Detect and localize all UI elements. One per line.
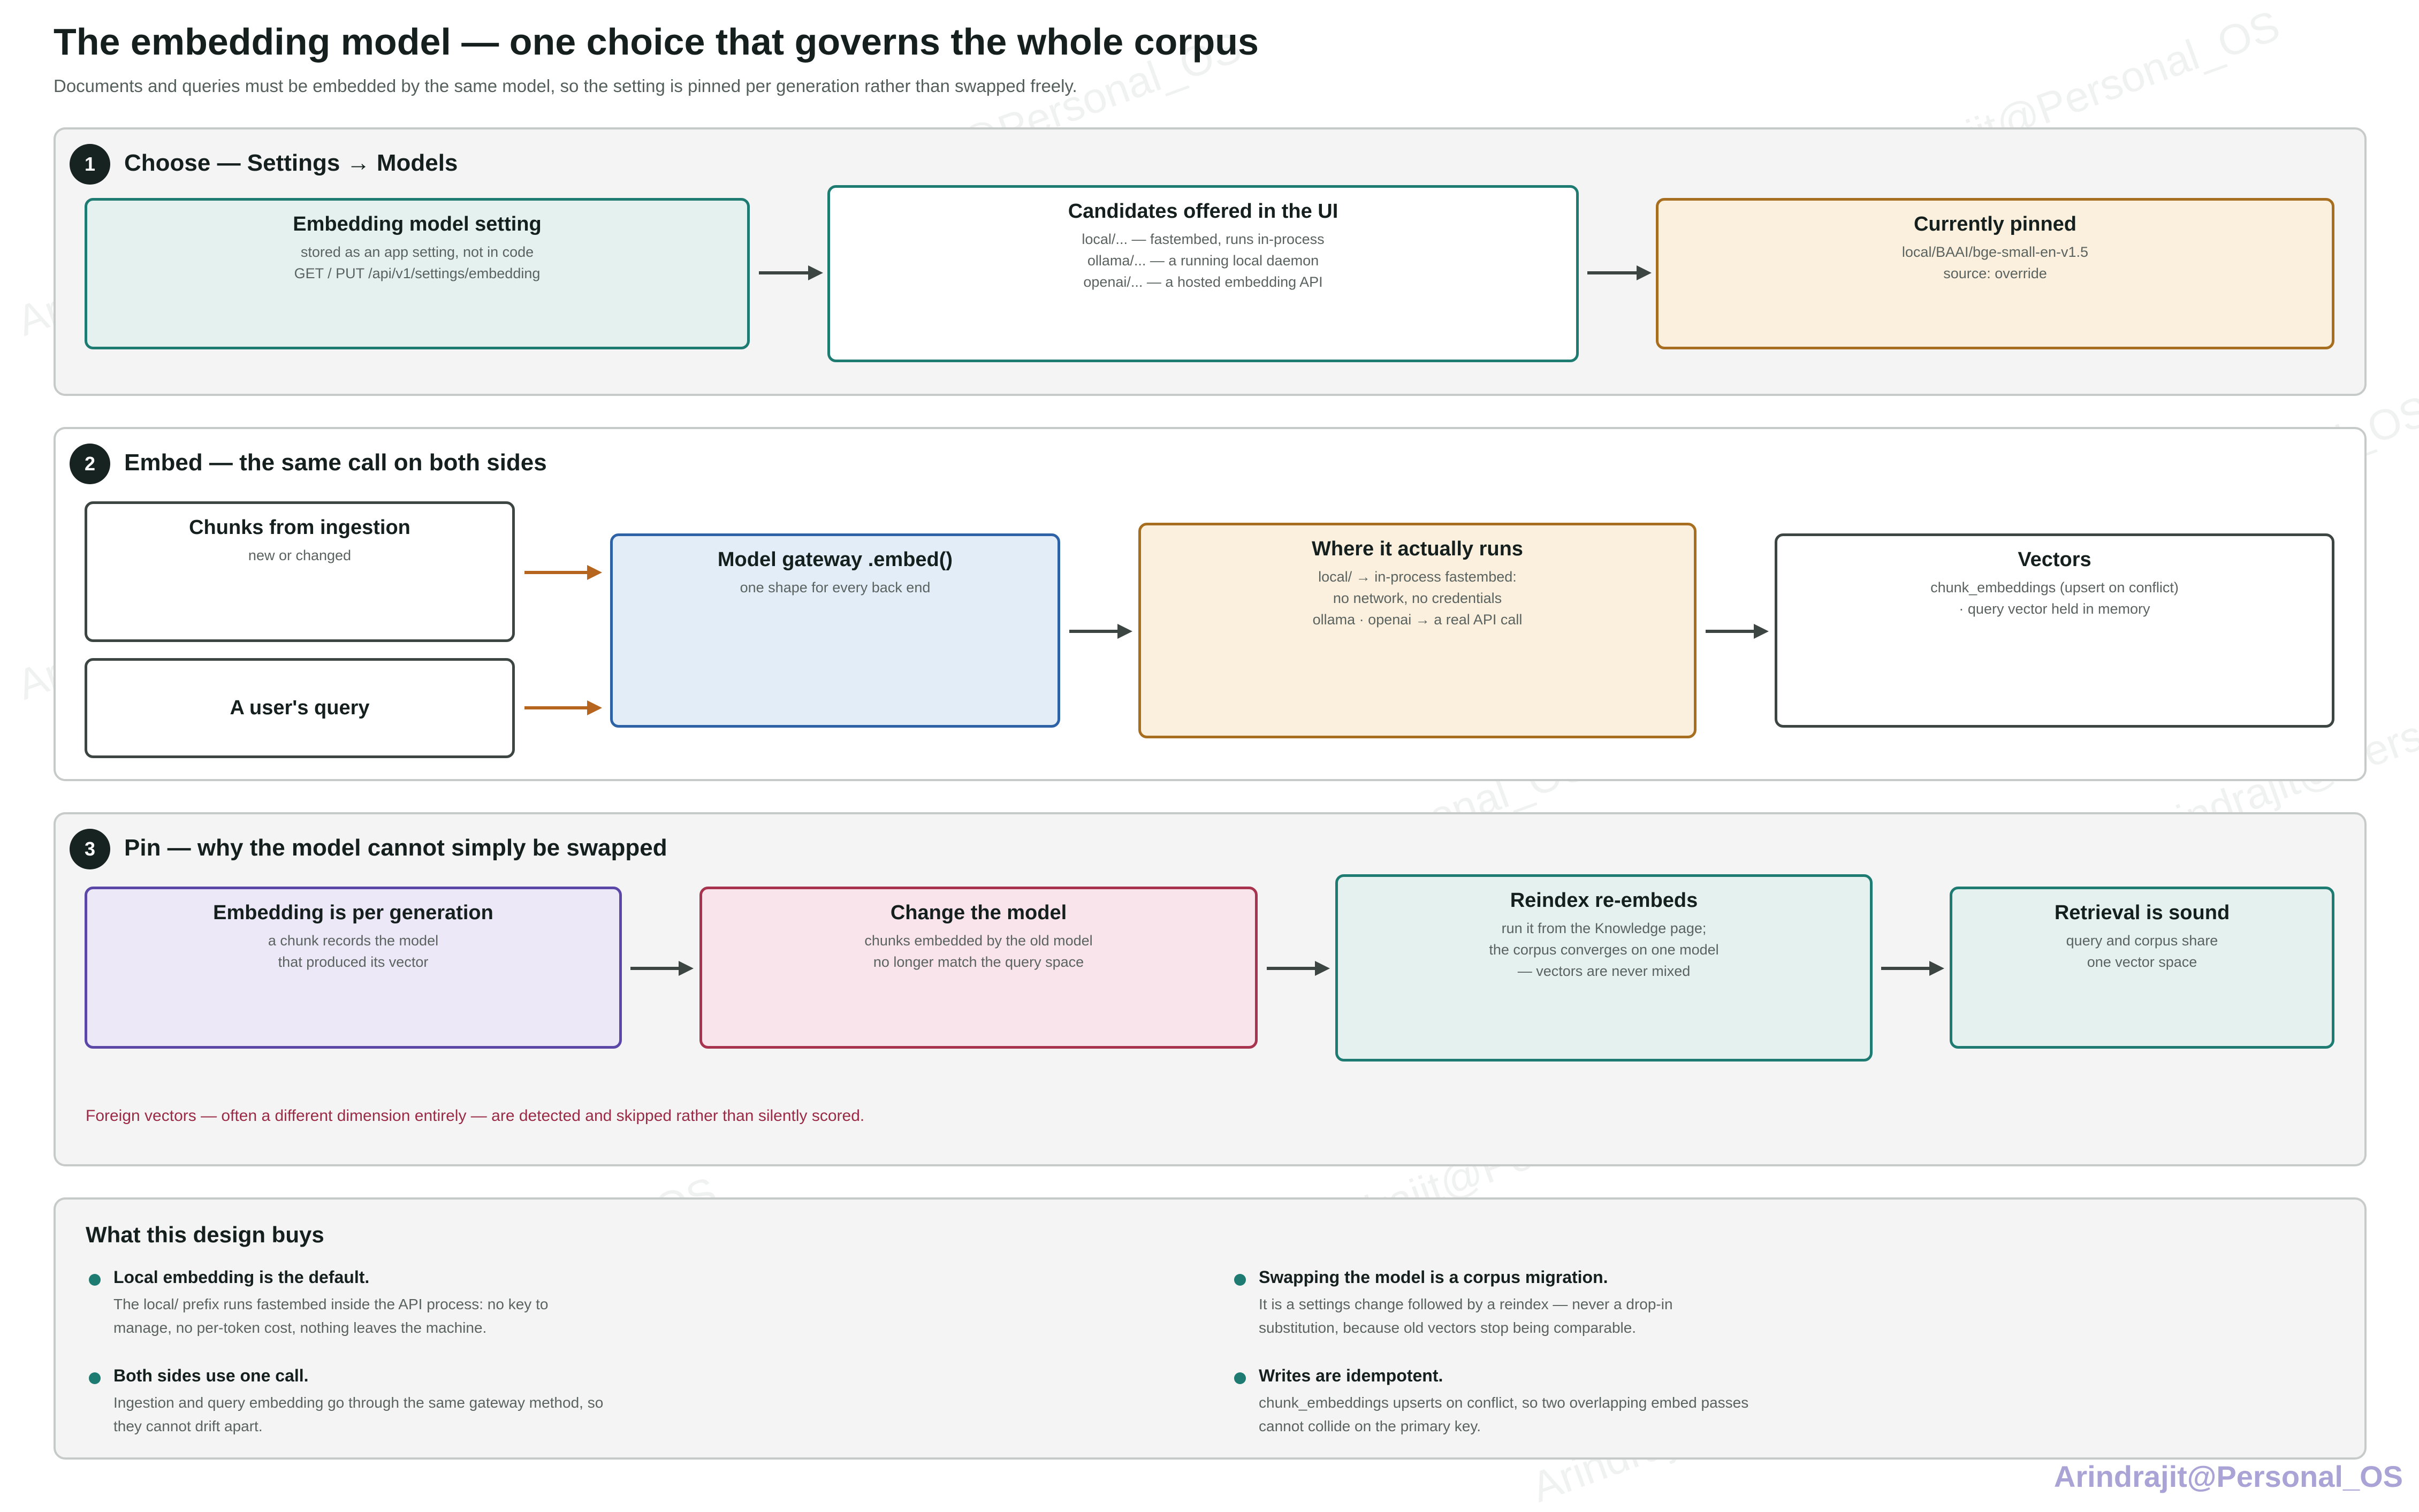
arrow-right-icon: [1881, 958, 1944, 979]
node-change-the-model: Change the model chunks embedded by the …: [699, 887, 1258, 1049]
section-title-embed: Embed — the same call on both sides: [124, 449, 547, 476]
corner-watermark: Arindrajit@Personal_OS: [2053, 1460, 2403, 1493]
node-subtitle: local/BAAI/bge-small-en-v1.5 source: ove…: [1901, 243, 2089, 281]
buys-item-local-embedding: Local embedding is the default. The loca…: [113, 1267, 548, 1340]
node-title: Chunks from ingestion: [189, 516, 410, 539]
buys-item-heading: Local embedding is the default.: [113, 1267, 370, 1287]
buys-item-heading: Writes are idempotent.: [1259, 1366, 1443, 1385]
design-buys-panel: [54, 1197, 2367, 1460]
node-embedding-model-setting: Embedding model setting stored as an app…: [85, 198, 750, 349]
node-subtitle: chunk_embeddings (upsert on conflict) · …: [1930, 579, 2179, 617]
buys-item-idempotent: Writes are idempotent. chunk_embeddings …: [1259, 1366, 1748, 1438]
node-title: Embedding is per generation: [213, 902, 493, 924]
node-title: Embedding model setting: [293, 213, 542, 235]
node-title: Reindex re-embeds: [1510, 889, 1698, 912]
node-reindex-re-embeds: Reindex re-embeds run it from the Knowle…: [1335, 874, 1873, 1062]
arrow-right-icon: [1706, 621, 1769, 642]
node-title: Where it actually runs: [1312, 538, 1523, 560]
bullet-dot-icon: [89, 1372, 101, 1384]
step-badge-2: 2: [70, 444, 110, 484]
buys-item-body: It is a settings change followed by a re…: [1259, 1296, 1673, 1336]
arrow-right-icon: [1267, 958, 1330, 979]
step-badge-1: 1: [70, 144, 110, 185]
arrow-right-icon: [1069, 621, 1132, 642]
buys-item-heading: Both sides use one call.: [113, 1366, 309, 1385]
design-buys-title: What this design buys: [86, 1222, 324, 1247]
buys-item-body: chunk_embeddings upserts on conflict, so…: [1259, 1394, 1749, 1434]
node-retrieval-is-sound: Retrieval is sound query and corpus shar…: [1950, 887, 2334, 1049]
node-model-gateway: Model gateway .embed() one shape for eve…: [610, 533, 1060, 728]
node-candidates-offered: Candidates offered in the UI local/... —…: [827, 185, 1579, 362]
bullet-dot-icon: [89, 1274, 101, 1286]
node-chunks-from-ingestion: Chunks from ingestion new or changed: [85, 501, 515, 642]
section-title-pin: Pin — why the model cannot simply be swa…: [124, 835, 667, 861]
node-subtitle: a chunk records the model that produced …: [268, 932, 439, 970]
page-subtitle: Documents and queries must be embedded b…: [54, 76, 1077, 96]
arrow-right-icon: [759, 262, 823, 284]
buys-item-corpus-migration: Swapping the model is a corpus migration…: [1259, 1267, 1673, 1340]
arrow-right-icon: [630, 958, 694, 979]
node-title: Vectors: [2018, 548, 2091, 571]
node-vectors: Vectors chunk_embeddings (upsert on conf…: [1775, 533, 2334, 728]
node-title: A user's query: [230, 696, 370, 719]
node-title: Currently pinned: [1913, 213, 2077, 235]
node-subtitle: query and corpus share one vector space: [2066, 932, 2218, 970]
node-title: Candidates offered in the UI: [1068, 200, 1338, 223]
node-users-query: A user's query: [85, 658, 515, 758]
buys-item-body: The local/ prefix runs fastembed inside …: [113, 1296, 549, 1336]
node-title: Retrieval is sound: [2054, 902, 2230, 924]
buys-item-body: Ingestion and query embedding go through…: [113, 1394, 604, 1434]
bullet-dot-icon: [1234, 1274, 1246, 1286]
node-title: Model gateway .embed(): [717, 548, 953, 571]
arrow-right-icon: [1587, 262, 1652, 284]
node-subtitle: stored as an app setting, not in code GE…: [294, 243, 541, 281]
node-where-it-runs: Where it actually runs local/ → in-proce…: [1138, 523, 1697, 738]
node-subtitle: run it from the Knowledge page; the corp…: [1489, 920, 1719, 979]
node-subtitle: one shape for every back end: [740, 579, 931, 595]
bullet-dot-icon: [1234, 1372, 1246, 1384]
foreign-vectors-note: Foreign vectors — often a different dime…: [86, 1107, 865, 1125]
buys-item-heading: Swapping the model is a corpus migration…: [1259, 1267, 1608, 1287]
node-embedding-per-generation: Embedding is per generation a chunk reco…: [85, 887, 622, 1049]
node-subtitle: new or changed: [248, 547, 352, 563]
section-title-choose: Choose — Settings → Models: [124, 150, 458, 176]
node-title: Change the model: [890, 902, 1067, 924]
buys-item-one-call: Both sides use one call. Ingestion and q…: [113, 1366, 603, 1438]
arrow-right-icon: [524, 562, 602, 583]
node-subtitle: chunks embedded by the old model no long…: [864, 932, 1093, 970]
arrow-right-icon: [524, 697, 602, 719]
page-title: The embedding model — one choice that go…: [54, 21, 1259, 63]
step-badge-3: 3: [70, 829, 110, 869]
node-currently-pinned: Currently pinned local/BAAI/bge-small-en…: [1656, 198, 2334, 349]
node-subtitle: local/ → in-process fastembed: no networ…: [1312, 568, 1523, 628]
node-subtitle: local/... — fastembed, runs in-process o…: [1082, 231, 1325, 290]
